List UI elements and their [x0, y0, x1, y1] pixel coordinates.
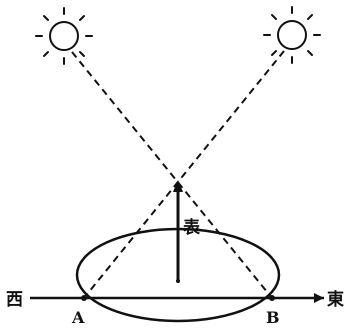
- point-b-marker: [269, 295, 275, 301]
- ray-right-sun-to-a: [84, 51, 284, 298]
- east-arrowhead: [314, 293, 324, 303]
- ray-left-sun-to-b: [72, 52, 272, 298]
- point-b-label: B: [266, 308, 280, 327]
- sun-icon-right: [264, 7, 320, 63]
- gnomon-label: 表: [183, 217, 201, 238]
- sun-icon-left: [36, 8, 92, 64]
- point-a-marker: [81, 295, 87, 301]
- gnomon-base: [176, 279, 180, 283]
- west-label: 西: [6, 290, 23, 310]
- point-a-label: A: [71, 308, 85, 327]
- east-label: 東: [327, 289, 344, 310]
